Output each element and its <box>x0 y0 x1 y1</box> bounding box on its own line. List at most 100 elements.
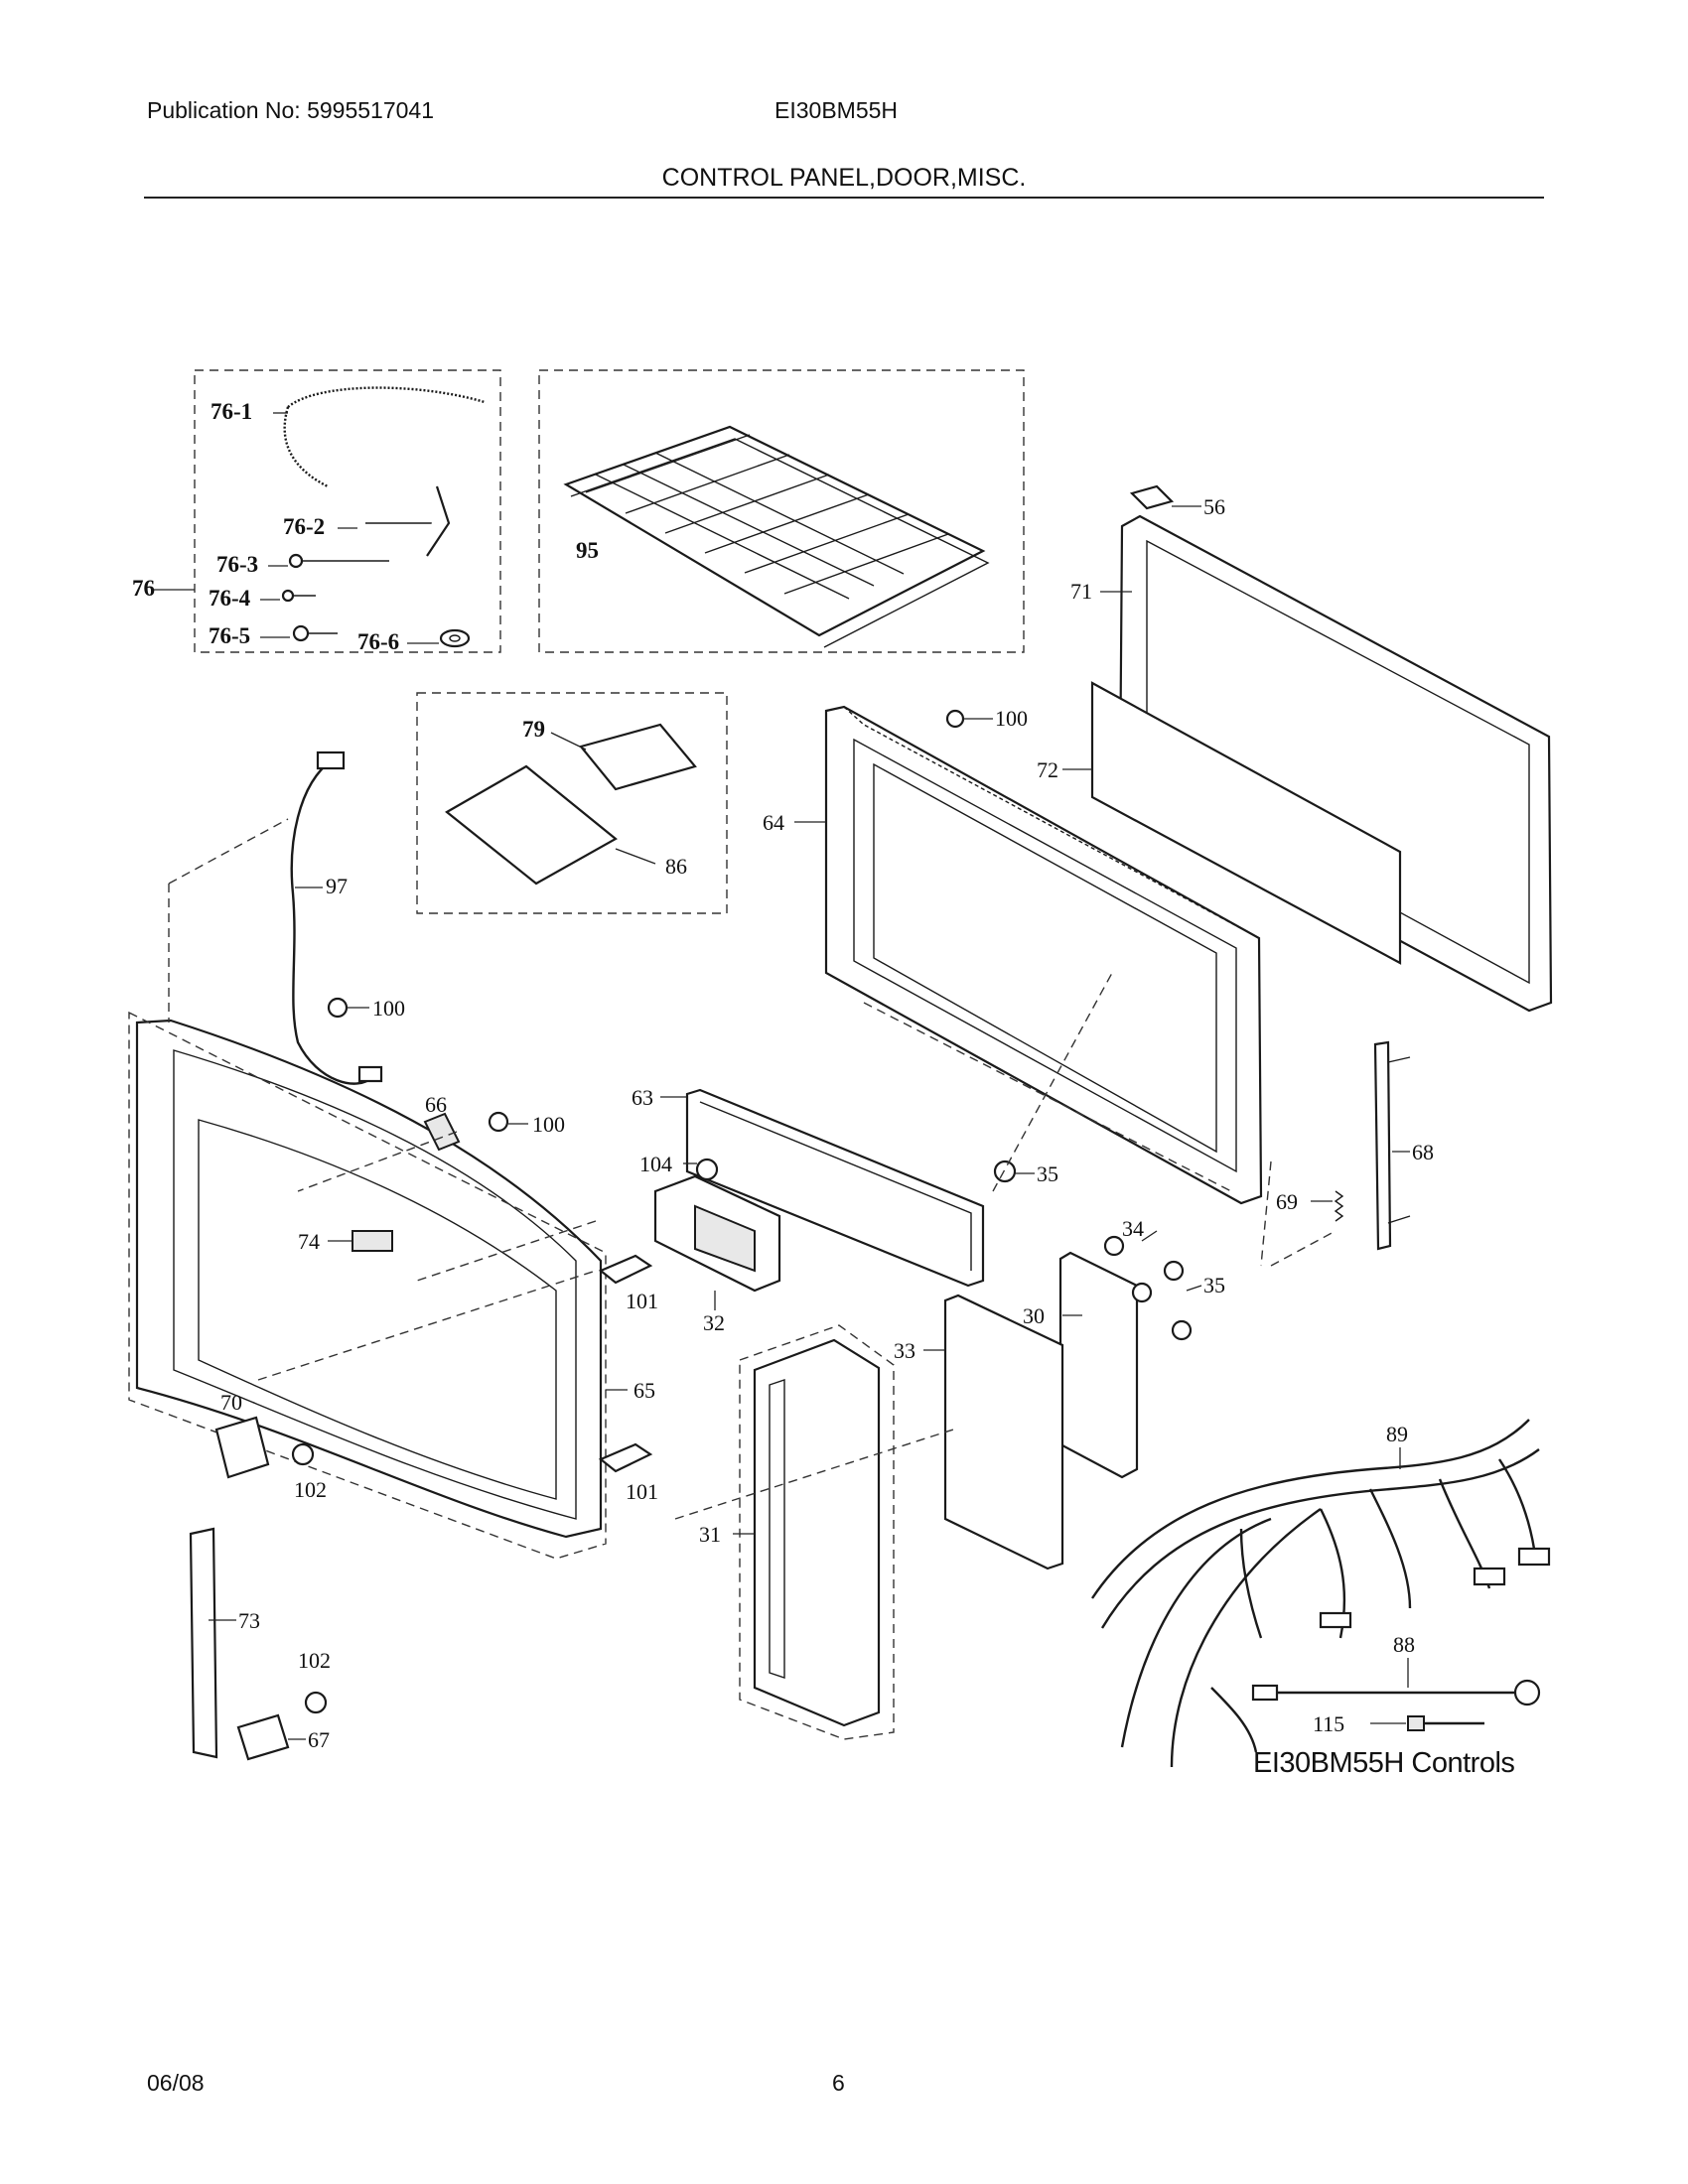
part-69-spring <box>1334 1190 1344 1222</box>
publication-number: Publication No: 5995517041 <box>147 97 435 123</box>
callout-102b: 102 <box>298 1648 331 1673</box>
control-parts-group: 66 100 63 104 35 32 101 101 <box>423 1085 1058 1504</box>
callout-89: 89 <box>1386 1422 1408 1446</box>
callout-95: 95 <box>576 538 599 563</box>
callout-86: 86 <box>665 854 687 879</box>
callout-67: 67 <box>308 1727 330 1752</box>
part-33-bracket <box>943 1294 1064 1570</box>
hardware-kit-box <box>194 369 501 653</box>
callout-74: 74 <box>298 1229 320 1254</box>
screw-35-trim <box>993 1160 1017 1183</box>
callout-76-3: 76-3 <box>216 552 258 577</box>
callout-97: 97 <box>326 874 348 898</box>
callout-65: 65 <box>633 1378 655 1403</box>
callout-68: 68 <box>1412 1140 1434 1164</box>
screw-101-upper <box>598 1254 653 1285</box>
latch-group: 68 69 <box>1260 1040 1434 1267</box>
section-title: CONTROL PANEL,DOOR,MISC. <box>661 164 1027 192</box>
callout-63: 63 <box>632 1085 653 1110</box>
handle-housing-group: 31 <box>699 1324 895 1740</box>
part-65-outer-door <box>135 1019 603 1539</box>
screw-101-lower <box>598 1442 653 1473</box>
part-72-glass <box>1090 681 1402 965</box>
callout-100a: 100 <box>995 706 1028 731</box>
door-frame-group: 56 71 72 <box>1037 484 1553 1013</box>
callout-101b: 101 <box>626 1479 658 1504</box>
part-56-bracket <box>1129 484 1175 510</box>
part-30-board <box>1058 1251 1139 1479</box>
handle-end-group: 70 102 73 102 67 <box>189 1390 331 1761</box>
part-76-6-washer <box>439 628 471 648</box>
part-115-tie <box>1407 1715 1425 1731</box>
callout-115: 115 <box>1313 1711 1344 1736</box>
board-assembly-group: 34 30 35 33 <box>894 1216 1225 1570</box>
screw-102-lower <box>304 1691 328 1714</box>
part-74-label <box>352 1230 393 1252</box>
callout-32: 32 <box>703 1310 725 1335</box>
part-79-sheet <box>579 723 697 791</box>
callout-66: 66 <box>425 1092 447 1117</box>
screw-35-a <box>1163 1260 1185 1282</box>
callout-35a: 35 <box>1037 1161 1058 1186</box>
screw-104 <box>695 1158 719 1181</box>
callout-30: 30 <box>1023 1303 1045 1328</box>
callout-76-1: 76-1 <box>211 399 252 424</box>
callout-79: 79 <box>522 717 545 742</box>
manual-group: 79 86 <box>416 692 728 914</box>
part-66-clip <box>423 1112 461 1152</box>
callout-101a: 101 <box>626 1289 658 1313</box>
screw-102-upper <box>291 1442 315 1466</box>
manual-box <box>416 692 728 914</box>
callout-31: 31 <box>699 1522 721 1547</box>
screw-100-harness <box>327 997 349 1019</box>
hardware-kit-group: 76-1 76-2 76-3 76 76-4 76-5 76-6 <box>132 369 501 654</box>
oven-rack-group: 95 <box>538 369 1025 653</box>
part-31-housing <box>753 1338 881 1727</box>
harness-97-group: 97 100 <box>290 751 405 1085</box>
screw-34-b <box>1131 1282 1153 1303</box>
callout-33: 33 <box>894 1338 915 1363</box>
main-harness-group: 89 88 115 <box>1091 1419 1551 1768</box>
oven-rack-box <box>538 369 1025 653</box>
screw-34-a <box>1103 1235 1125 1257</box>
part-88-ground-wire <box>1251 1684 1279 1702</box>
footer-date: 06/08 <box>147 2070 205 2096</box>
part-68-latch <box>1373 1040 1392 1251</box>
callout-100b: 100 <box>372 996 405 1021</box>
callout-34: 34 <box>1122 1216 1144 1241</box>
callout-88: 88 <box>1393 1632 1415 1657</box>
callout-76-4: 76-4 <box>209 586 251 611</box>
callout-56: 56 <box>1203 494 1225 519</box>
callout-76-2: 76-2 <box>283 514 325 539</box>
screw-100-top <box>945 709 965 729</box>
part-63-trim <box>685 1088 985 1288</box>
part-86-manual <box>445 764 618 886</box>
callout-64: 64 <box>763 810 784 835</box>
header-rule <box>144 197 1544 199</box>
callout-104: 104 <box>639 1152 672 1176</box>
callout-100c: 100 <box>532 1112 565 1137</box>
callout-76: 76 <box>132 576 155 601</box>
callout-69: 69 <box>1276 1189 1298 1214</box>
callout-102a: 102 <box>294 1477 327 1502</box>
callout-76-5: 76-5 <box>209 623 250 648</box>
alignment-lines <box>168 818 1232 1520</box>
part-97-harness <box>290 758 373 1085</box>
part-76-1-strip <box>287 386 486 408</box>
callout-72: 72 <box>1037 757 1058 782</box>
callout-73: 73 <box>238 1608 260 1633</box>
inner-door-group: 100 64 <box>763 705 1263 1205</box>
model-number: EI30BM55H <box>774 97 899 123</box>
part-95-oven-rack <box>563 425 986 637</box>
diagram-caption: EI30BM55H Controls <box>1253 1747 1515 1779</box>
callout-70: 70 <box>220 1390 242 1415</box>
part-73-handle <box>189 1527 218 1759</box>
page-number: 6 <box>832 2070 845 2096</box>
callout-76-6: 76-6 <box>357 629 399 654</box>
part-89-harness <box>1091 1419 1530 1599</box>
outer-door-group: 74 65 <box>128 1011 655 1560</box>
screw-35-b <box>1171 1319 1193 1341</box>
callout-35b: 35 <box>1203 1273 1225 1297</box>
callout-71: 71 <box>1070 579 1092 604</box>
